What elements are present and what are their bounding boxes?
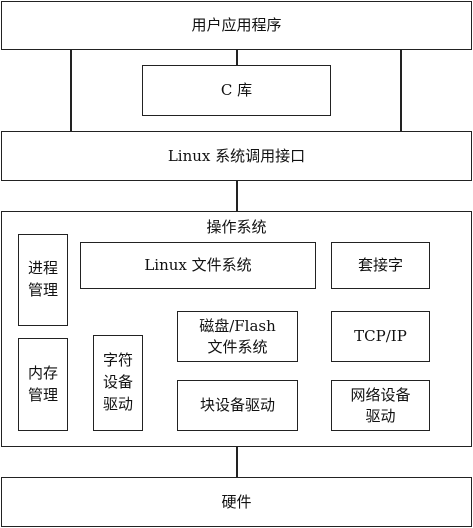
c-library-label: C 库 — [220, 81, 253, 100]
connector-userapp-clib — [236, 49, 238, 66]
net-driver-box: 网络设备 驱动 — [331, 380, 430, 431]
user-app-label: 用户应用程序 — [191, 16, 282, 35]
hardware-box: 硬件 — [1, 477, 472, 527]
hardware-label: 硬件 — [221, 492, 252, 511]
os-title: 操作系统 — [206, 218, 267, 236]
tcpip-box: TCP/IP — [331, 311, 430, 362]
tcpip-label: TCP/IP — [354, 327, 407, 346]
disk-flash-fs-label-line1: 磁盘/Flash — [199, 317, 276, 336]
user-app-box: 用户应用程序 — [1, 1, 472, 50]
syscall-interface-box: Linux 系统调用接口 — [1, 131, 472, 181]
block-driver-box: 块设备驱动 — [177, 380, 298, 431]
connector-os-hardware — [236, 446, 238, 477]
socket-label: 套接字 — [357, 256, 403, 275]
net-driver-label-line1: 网络设备 — [350, 386, 411, 405]
connector-syscall-os — [236, 180, 238, 211]
linux-fs-box: Linux 文件系统 — [80, 242, 316, 289]
process-mgmt-label: 进程管理 — [27, 259, 58, 299]
syscall-interface-label: Linux 系统调用接口 — [167, 146, 306, 165]
c-library-box: C 库 — [142, 65, 331, 116]
socket-box: 套接字 — [331, 242, 430, 289]
process-mgmt-box: 进程管理 — [18, 234, 68, 326]
connector-userapp-syscall-right — [400, 49, 402, 131]
linux-fs-label: Linux 文件系统 — [144, 256, 252, 275]
net-driver-label-line2: 驱动 — [365, 406, 396, 425]
char-driver-box: 字符设备驱动 — [93, 335, 143, 431]
connector-userapp-syscall-left — [70, 49, 72, 131]
memory-mgmt-label: 内存管理 — [27, 363, 58, 404]
disk-flash-fs-box: 磁盘/Flash 文件系统 — [177, 311, 298, 362]
memory-mgmt-box: 内存管理 — [18, 338, 68, 431]
char-driver-label: 字符设备驱动 — [102, 351, 133, 413]
disk-flash-fs-label-line2: 文件系统 — [207, 337, 268, 356]
block-driver-label: 块设备驱动 — [199, 396, 275, 415]
